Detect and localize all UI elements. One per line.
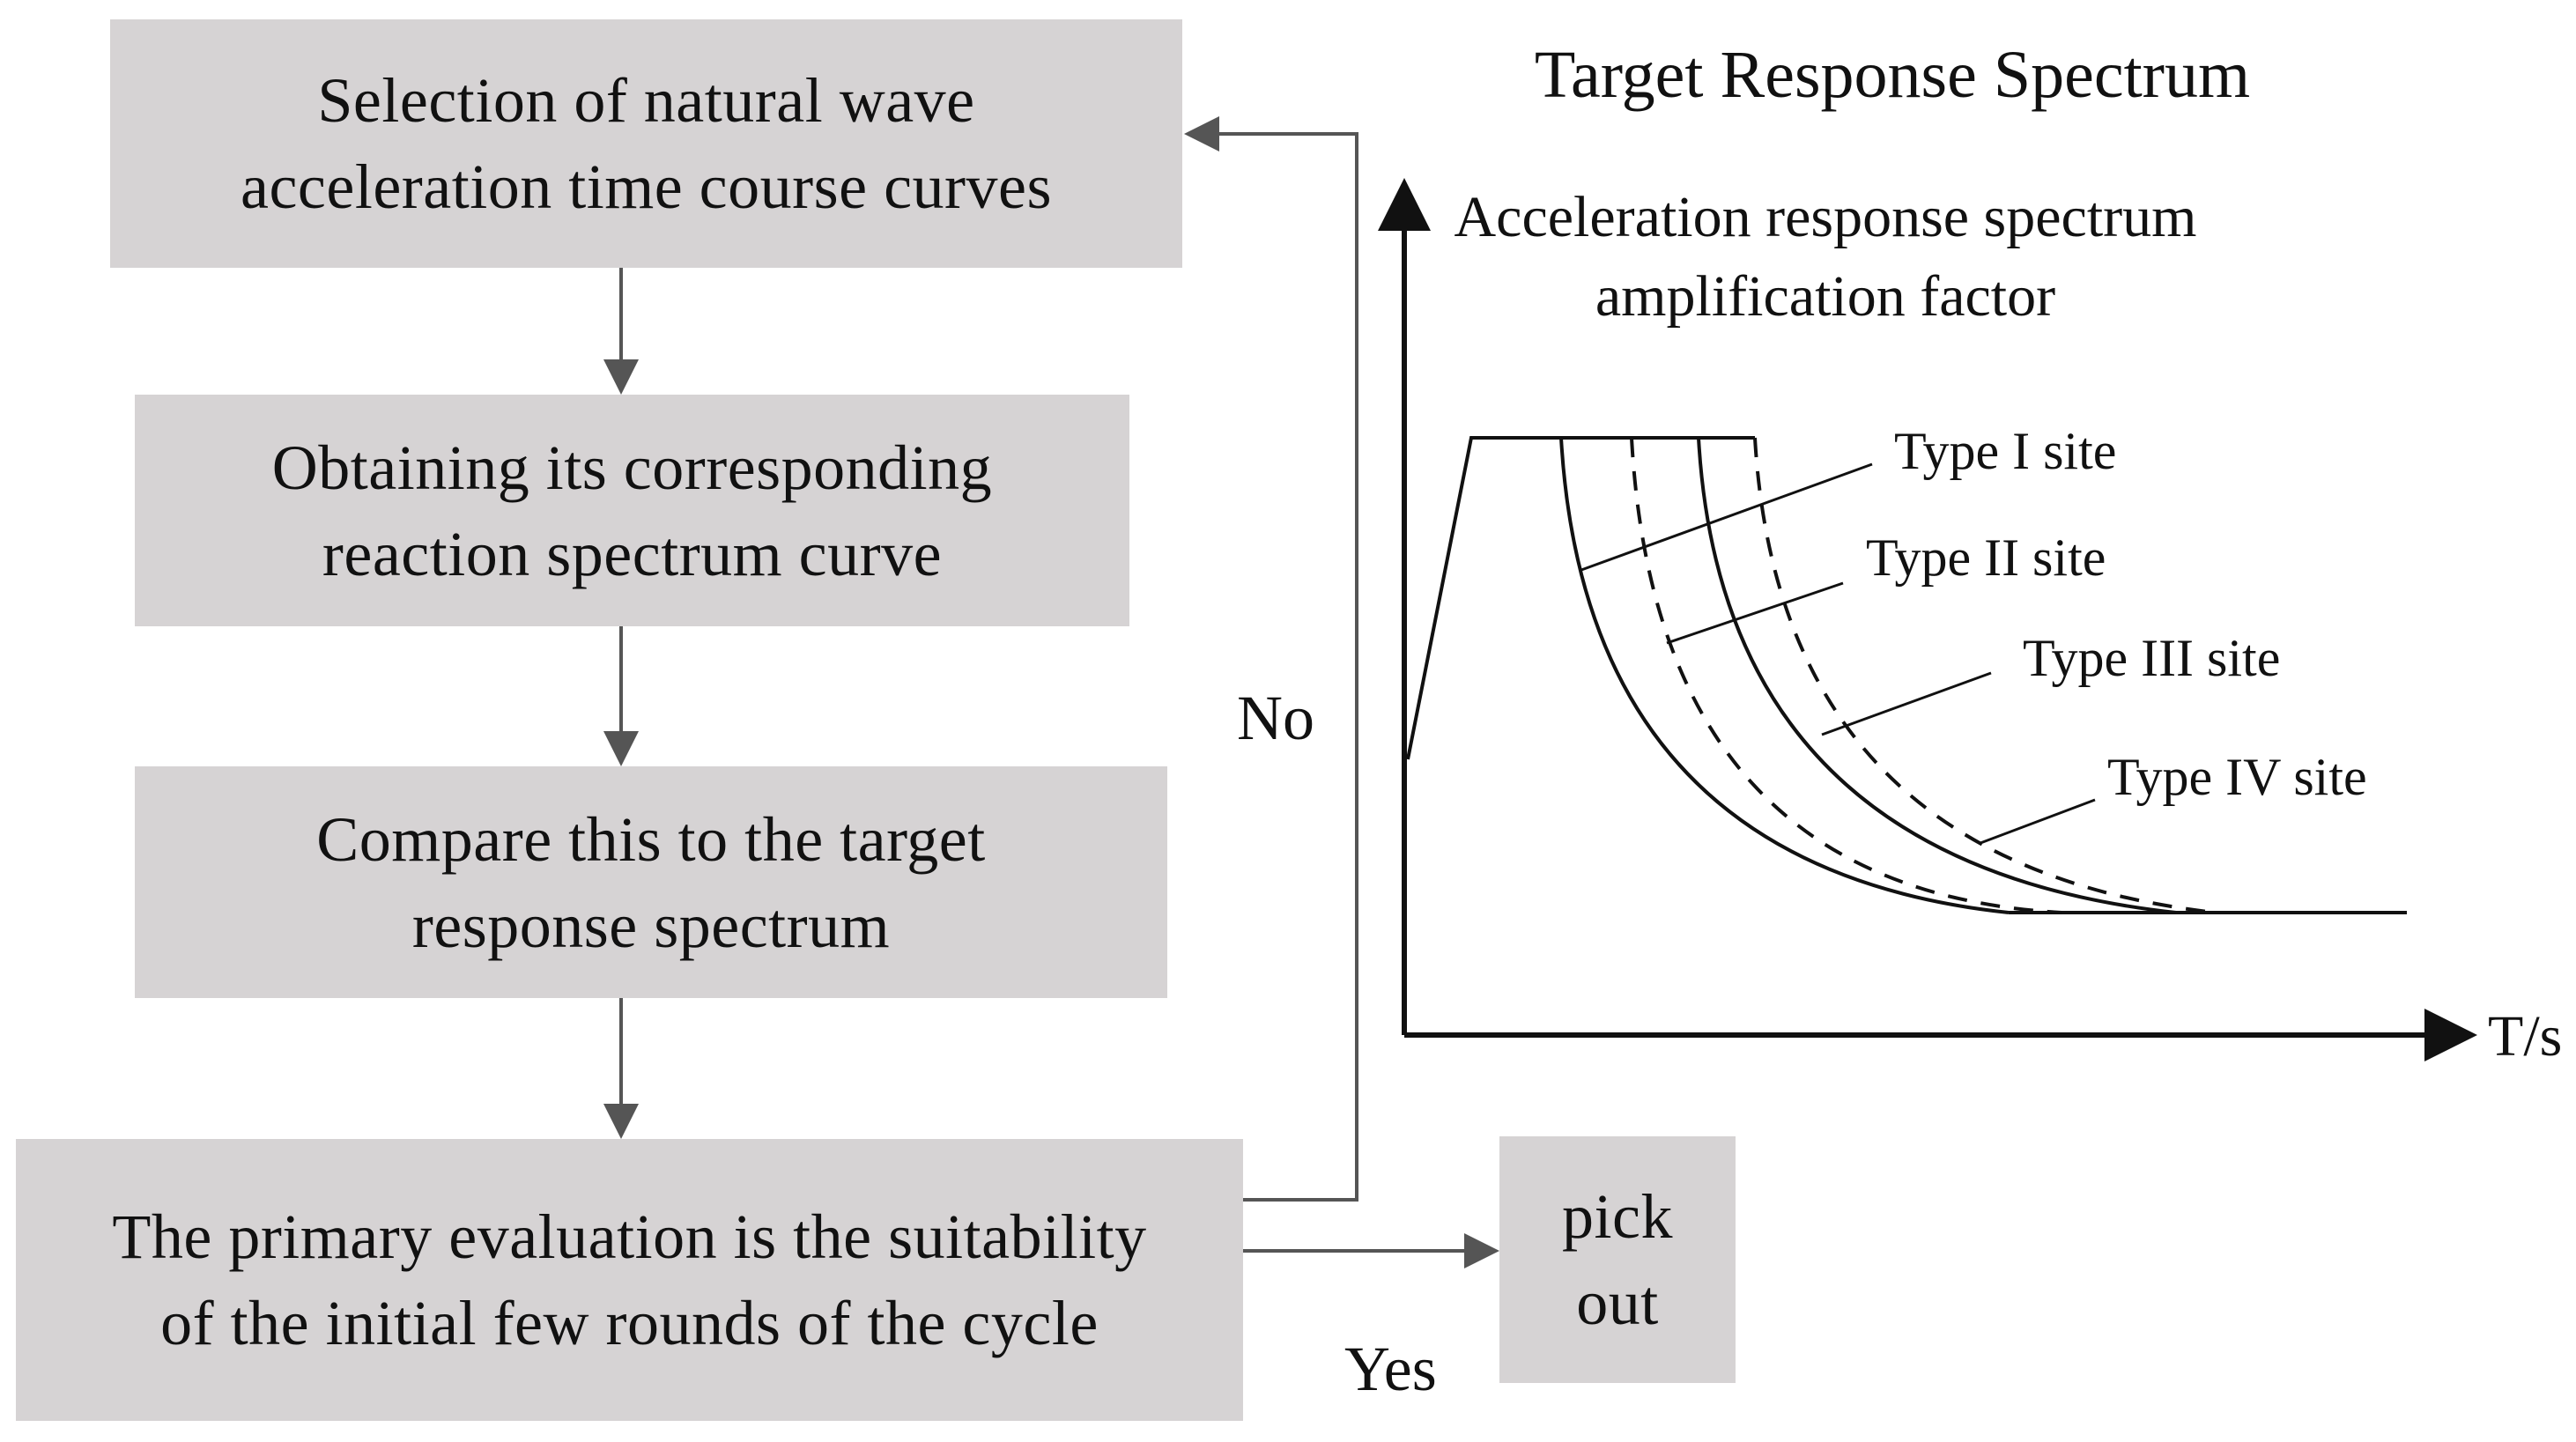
label-type-iv-site: Type IV site <box>2107 748 2367 806</box>
curve-type-i-site <box>1559 437 2010 914</box>
label-type-ii-site: Type II site <box>1866 529 2106 587</box>
branch-no-label: No <box>1237 683 1314 753</box>
step-select-text: Selection of natural wave acceleration t… <box>240 65 1053 222</box>
result-pick-out-text: pick out <box>1562 1181 1673 1338</box>
step-evaluate-text: The primary evaluation is the suitabilit… <box>112 1202 1147 1358</box>
y-axis-label-line2: amplification factor <box>1595 264 2055 329</box>
leader-type-ii-site <box>1666 581 1844 645</box>
y-axis-label-line1: Acceleration response spectrum <box>1455 185 2197 249</box>
leader-type-i-site <box>1580 462 1873 572</box>
spectrum-chart: Target Response Spectrum Acceleration re… <box>1378 38 2562 1069</box>
curve-type-iv-site <box>1753 437 2217 914</box>
label-type-iii-site: Type III site <box>2023 629 2280 687</box>
label-type-i-site: Type I site <box>1894 422 2116 480</box>
curve-type-ii-site <box>1630 437 2062 914</box>
step-evaluate-suitability: The primary evaluation is the suitabilit… <box>16 1139 1243 1421</box>
curve-type-iii-site <box>1697 437 2177 914</box>
leader-type-iii-site <box>1821 671 1992 736</box>
step-obtain-text: Obtaining its corresponding reaction spe… <box>271 432 993 589</box>
step-select-natural-waves: Selection of natural wave acceleration t… <box>110 19 1182 268</box>
x-axis-label: T/s <box>2488 1004 2562 1069</box>
result-pick-out: pick out <box>1499 1136 1736 1383</box>
leader-type-iv-site <box>1980 798 2096 845</box>
spectrum-rise-and-plateau <box>1406 436 1755 760</box>
spectrum-title: Target Response Spectrum <box>1535 38 2250 112</box>
step-compare-target: Compare this to the target response spec… <box>135 766 1167 998</box>
step-compare-text: Compare this to the target response spec… <box>316 803 986 961</box>
arrow-no-loop-back <box>1184 116 1358 1202</box>
branch-yes-label: Yes <box>1344 1334 1437 1404</box>
step-obtain-spectrum: Obtaining its corresponding reaction spe… <box>135 395 1129 626</box>
